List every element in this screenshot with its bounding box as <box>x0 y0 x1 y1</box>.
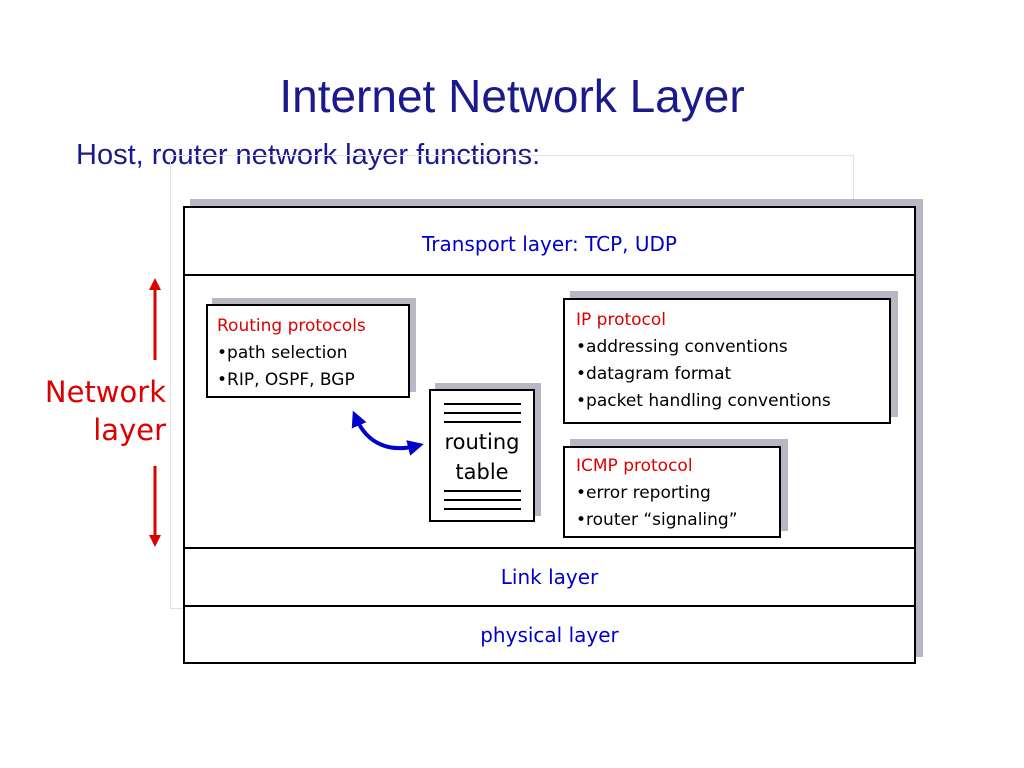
icmp-item: •router “signaling” <box>576 510 738 530</box>
link-layer-label: Link layer <box>500 565 599 589</box>
layer-stack <box>183 206 916 664</box>
icmp-item: •error reporting <box>576 483 711 503</box>
divider-transport <box>183 274 916 276</box>
icmp-protocol-heading: ICMP protocol <box>576 456 693 476</box>
divider-physical-top <box>183 605 916 607</box>
icmp-protocol-box: ICMP protocol •error reporting •router “… <box>563 446 781 538</box>
ip-item: •addressing conventions <box>576 337 788 357</box>
routing-protocols-heading: Routing protocols <box>217 316 366 336</box>
divider-link-top <box>183 547 916 549</box>
ip-item: •packet handling conventions <box>576 391 831 411</box>
table-rule <box>444 499 521 501</box>
ip-protocol-box: IP protocol •addressing conventions •dat… <box>563 298 891 424</box>
routing-table-line: routing <box>444 430 520 454</box>
table-rule <box>444 403 521 405</box>
table-rule <box>444 490 521 492</box>
network-layer-label: Network layer <box>10 373 166 449</box>
ip-protocol-heading: IP protocol <box>576 310 667 330</box>
routing-table-box: routing table <box>429 389 535 522</box>
routing-item: •RIP, OSPF, BGP <box>217 370 355 390</box>
table-rule <box>444 421 521 423</box>
routing-table-line: table <box>455 460 509 484</box>
routing-table-text: routing table <box>431 427 533 487</box>
slide-title: Internet Network Layer <box>279 70 745 122</box>
network-layer-line: layer <box>93 413 166 447</box>
table-rule <box>444 508 521 510</box>
table-rule <box>444 412 521 414</box>
physical-layer-label: physical layer <box>480 623 619 647</box>
network-layer-line: Network <box>44 375 166 409</box>
transport-layer-label: Transport layer: TCP, UDP <box>421 232 677 256</box>
routing-protocols-box: Routing protocols •path selection •RIP, … <box>206 304 410 398</box>
routing-item: •path selection <box>217 343 348 363</box>
ip-item: •datagram format <box>576 364 732 384</box>
